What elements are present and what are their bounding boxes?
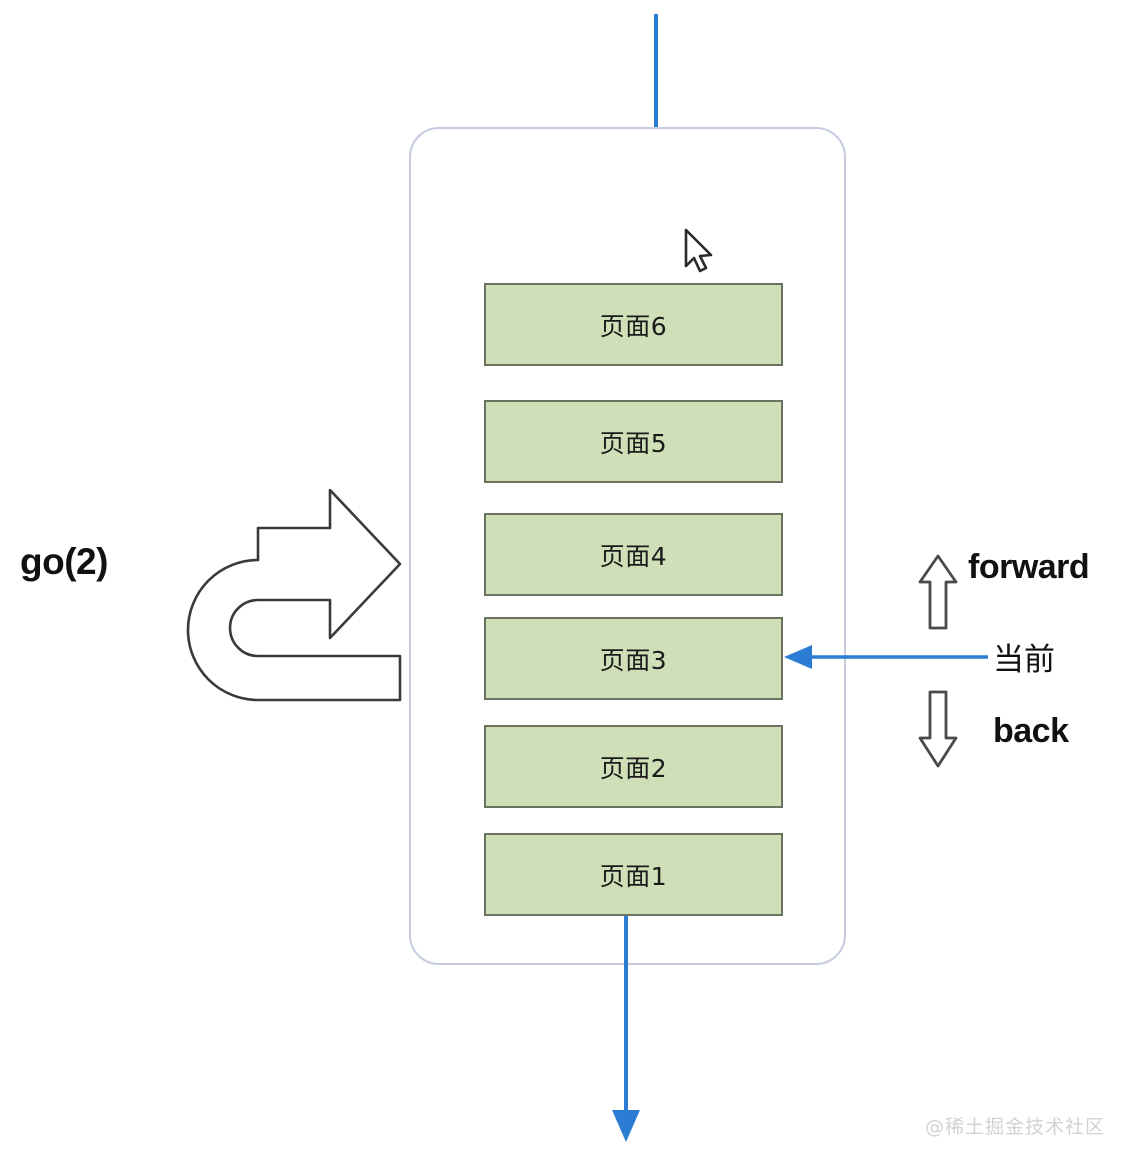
page-box-1[interactable]: 页面1 [484,833,783,916]
arrow-down-exit-icon [612,916,640,1142]
back-label: back [993,712,1069,750]
mouse-pointer-icon [684,228,713,273]
page-box-3[interactable]: 页面3 [484,617,783,700]
forward-label: forward [968,548,1090,586]
page-box-2[interactable]: 页面2 [484,725,783,808]
arrow-down-outline-icon [918,690,958,768]
uturn-arrow-icon [186,488,402,702]
page-box-4[interactable]: 页面4 [484,513,783,596]
arrow-left-icon [784,645,988,669]
page-box-6[interactable]: 页面6 [484,283,783,366]
current-label: 当前 [993,642,1055,678]
page-box-5[interactable]: 页面5 [484,400,783,483]
go-label: go(2) [20,541,108,582]
arrow-up-outline-icon [918,554,958,630]
watermark: @稀土掘金技术社区 [925,1116,1106,1138]
